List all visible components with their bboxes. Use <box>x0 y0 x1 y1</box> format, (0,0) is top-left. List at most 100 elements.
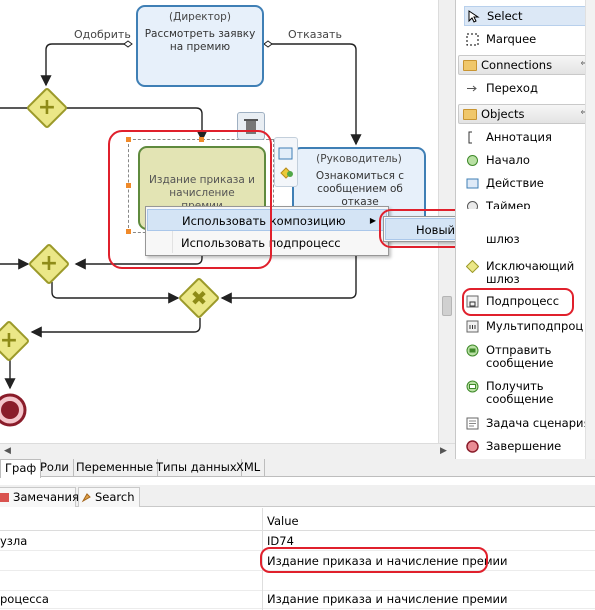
menu-item-label: Использовать композицию <box>182 214 346 228</box>
resize-handle[interactable] <box>126 229 131 234</box>
palette-label: Исключающий шлюз <box>486 259 575 286</box>
menu-item-use-subprocess[interactable]: Использовать подпроцесс <box>147 232 387 254</box>
tab-data-types[interactable]: Типы данных <box>152 459 242 477</box>
script-task-icon <box>466 417 479 430</box>
task-role: (Директор) <box>169 11 231 23</box>
palette-label: Таймер <box>486 199 531 210</box>
table-row[interactable] <box>0 572 595 591</box>
table-row[interactable]: роцесса Издание приказа и начисление пре… <box>0 590 595 609</box>
table-row[interactable]: узла ID74 <box>0 532 595 551</box>
drawer-title: Objects <box>481 107 525 121</box>
palette-item-start[interactable]: Начало <box>464 151 592 171</box>
properties-table: Value узла ID74 Издание приказа и начисл… <box>0 508 595 610</box>
property-key: роцесса <box>0 592 49 606</box>
receive-message-icon <box>466 380 479 393</box>
palette-drawer-connections[interactable]: Connections ⇔ <box>458 55 592 75</box>
flow-approve-line <box>40 43 130 87</box>
palette-label: Мультиподпроц <box>486 319 584 333</box>
property-value: Издание приказа и начисление премии <box>267 592 508 606</box>
cross-icon: ✖ <box>190 286 208 310</box>
tab-search[interactable]: Search <box>78 487 140 507</box>
tab-graph[interactable]: Граф <box>0 459 42 478</box>
folder-icon <box>463 109 477 120</box>
scroll-left-icon[interactable]: ◀ <box>4 446 11 456</box>
cursor-icon <box>468 10 480 23</box>
palette-label: Select <box>487 9 523 23</box>
end-event-icon[interactable] <box>0 392 28 428</box>
palette-drawer-objects[interactable]: Objects ⇔ <box>458 104 592 124</box>
quick-tools[interactable] <box>274 137 298 187</box>
flow-reject-line <box>264 43 362 146</box>
palette-label: Завершение <box>486 439 562 453</box>
palette: Select Marquee Connections ⇔ Переход Obj… <box>455 0 595 460</box>
palette-item-transition[interactable]: Переход <box>464 79 592 99</box>
palette-label: Marquee <box>486 32 537 46</box>
editor-tabs: Граф Роли Переменные Типы данных XML <box>0 459 595 478</box>
menu-gutter <box>172 209 173 253</box>
context-menu: Использовать композицию ▶ Использовать п… <box>145 206 389 256</box>
collapse-icon[interactable]: ⇔ <box>580 108 588 118</box>
palette-label: Начало <box>486 153 530 167</box>
add-node-icon <box>278 147 293 179</box>
palette-item-action[interactable]: Действие <box>464 174 592 194</box>
timer-icon <box>467 201 478 209</box>
delete-tool[interactable] <box>237 112 265 140</box>
resize-handle[interactable] <box>126 183 131 188</box>
palette-label: Задача сценария <box>486 416 591 430</box>
plus-icon: + <box>0 328 19 353</box>
canvas-horizontal-scrollbar[interactable]: ◀ ▶ <box>0 443 455 459</box>
palette-label: Отправить сообщение <box>486 343 554 370</box>
property-key: узла <box>0 534 28 548</box>
drawer-title: Connections <box>481 58 553 72</box>
column-separator <box>262 508 263 610</box>
diagram-canvas[interactable]: Одобрить Отказать (Директор) Рассмотреть… <box>0 0 444 444</box>
palette-tool-select[interactable]: Select <box>464 6 592 26</box>
scroll-right-icon[interactable]: ▶ <box>440 446 447 456</box>
exclusive-gateway-icon <box>466 260 479 273</box>
start-event-icon <box>467 155 478 166</box>
palette-item-receive-message[interactable]: Получить сообщение <box>464 377 592 409</box>
end-event-icon <box>466 440 479 453</box>
palette-scrollbar[interactable] <box>585 0 595 460</box>
palette-label: Действие <box>486 176 544 190</box>
palette-item-annotation[interactable]: Аннотация <box>464 128 592 148</box>
palette-item-send-message[interactable]: Отправить сообщение <box>464 341 592 373</box>
collapse-icon[interactable]: ⇔ <box>580 59 588 69</box>
connections-layer <box>0 40 362 390</box>
palette-item-subprocess[interactable]: Подпроцесс <box>464 292 592 312</box>
plus-icon: + <box>37 95 57 120</box>
palette-tool-marquee[interactable]: Marquee <box>464 30 592 50</box>
scroll-thumb[interactable] <box>442 296 452 316</box>
tab-variables[interactable]: Переменные <box>72 459 159 477</box>
palette-item-exclusive-gateway[interactable]: Исключающий шлюз <box>464 257 592 289</box>
task-name: Рассмотреть заявку на премию <box>144 28 256 53</box>
flow-approve-label[interactable]: Одобрить <box>74 28 131 41</box>
menu-item-use-composition[interactable]: Использовать композицию ▶ <box>147 209 387 231</box>
search-icon <box>81 493 91 503</box>
palette-item-multi-subprocess[interactable]: Мультиподпроц <box>464 317 592 337</box>
table-row[interactable]: Издание приказа и начисление премии <box>0 552 595 571</box>
resize-handle[interactable] <box>126 137 131 142</box>
tab-label: Замечания <box>13 490 79 504</box>
palette-item-script-task[interactable]: Задача сценария <box>464 414 592 434</box>
palette-item-end[interactable]: Завершение <box>464 437 592 453</box>
flow-reject-label[interactable]: Отказать <box>288 28 342 41</box>
tab-problems[interactable]: Замечания <box>0 487 79 507</box>
palette-item-gateway[interactable]: шлюз <box>464 235 592 248</box>
resize-handle[interactable] <box>199 137 204 142</box>
tab-label: Search <box>95 490 135 504</box>
multi-subprocess-icon <box>466 320 479 333</box>
tab-xml[interactable]: XML <box>232 459 266 477</box>
subprocess-icon <box>466 295 479 308</box>
plus-icon: + <box>39 251 59 276</box>
value-column-header: Value <box>267 514 299 528</box>
palette-label: шлюз <box>486 235 520 246</box>
palette-label: Подпроцесс <box>486 294 560 308</box>
properties-header: Value <box>0 512 595 531</box>
view-tabs: Замечания Search <box>0 485 595 507</box>
tab-roles[interactable]: Роли <box>36 459 74 477</box>
palette-item-timer[interactable]: Таймер <box>464 197 592 209</box>
palette-label: Получить сообщение <box>486 379 554 406</box>
palette-label: Аннотация <box>486 130 552 144</box>
task-node-director[interactable]: (Директор) Рассмотреть заявку на премию <box>136 5 264 87</box>
